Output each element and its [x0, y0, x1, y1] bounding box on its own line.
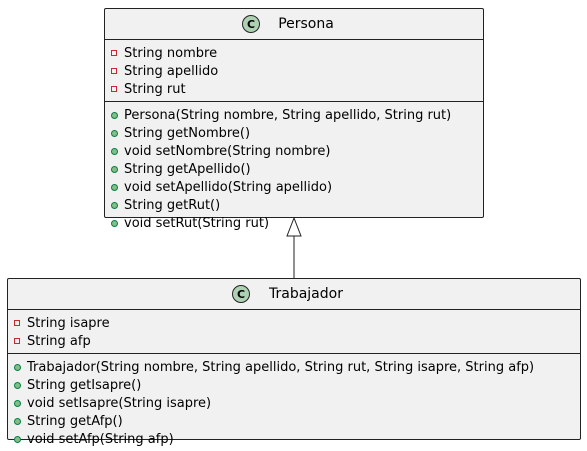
method-text: void setNombre(String nombre) [124, 143, 331, 159]
attribute-row: String rut [109, 80, 483, 98]
method-text: void setAfp(String afp) [27, 431, 174, 447]
attribute-text: String isapre [27, 315, 110, 331]
public-visibility-icon [12, 434, 22, 444]
class-name: Trabajador [269, 286, 343, 302]
method-text: String getAfp() [27, 413, 123, 429]
class-header: C Persona [105, 9, 483, 39]
private-visibility-icon [109, 84, 119, 94]
class-badge-icon: C [242, 15, 260, 33]
method-row: void setNombre(String nombre) [109, 142, 483, 160]
method-text: void setIsapre(String isapre) [27, 395, 212, 411]
attribute-row: String afp [12, 332, 580, 350]
public-visibility-icon [12, 380, 22, 390]
public-visibility-icon [109, 146, 119, 156]
public-visibility-icon [109, 218, 119, 228]
method-row: void setIsapre(String isapre) [12, 394, 580, 412]
methods-compartment: Persona(String nombre, String apellido, … [105, 101, 483, 235]
attribute-text: String nombre [124, 45, 218, 61]
method-text: String getApellido() [124, 161, 251, 177]
public-visibility-icon [109, 110, 119, 120]
attribute-row: String nombre [109, 44, 483, 62]
method-row: String getAfp() [12, 412, 580, 430]
private-visibility-icon [12, 318, 22, 328]
method-text: String getNombre() [124, 125, 251, 141]
methods-compartment: Trabajador(String nombre, String apellid… [8, 353, 580, 451]
method-row: Persona(String nombre, String apellido, … [109, 106, 483, 124]
attribute-text: String afp [27, 333, 91, 349]
attributes-compartment: String nombre String apellido String rut [105, 39, 483, 101]
method-row: String getApellido() [109, 160, 483, 178]
method-text: void setApellido(String apellido) [124, 179, 333, 195]
method-row: Trabajador(String nombre, String apellid… [12, 358, 580, 376]
class-trabajador[interactable]: C Trabajador String isapre String afp Tr… [7, 278, 581, 447]
attribute-text: String rut [124, 81, 186, 97]
attribute-row: String apellido [109, 62, 483, 80]
class-name: Persona [278, 16, 334, 32]
method-row: String getRut() [109, 196, 483, 214]
public-visibility-icon [12, 416, 22, 426]
public-visibility-icon [109, 164, 119, 174]
public-visibility-icon [109, 128, 119, 138]
method-row: String getIsapre() [12, 376, 580, 394]
public-visibility-icon [12, 362, 22, 372]
private-visibility-icon [12, 336, 22, 346]
attribute-row: String isapre [12, 314, 580, 332]
inheritance-arrowhead-icon [286, 216, 302, 237]
method-row: void setAfp(String afp) [12, 430, 580, 448]
method-text: String getRut() [124, 197, 221, 213]
attributes-compartment: String isapre String afp [8, 309, 580, 353]
public-visibility-icon [109, 182, 119, 192]
class-badge-icon: C [232, 285, 250, 303]
method-row: String getNombre() [109, 124, 483, 142]
method-text: Persona(String nombre, String apellido, … [124, 107, 452, 123]
private-visibility-icon [109, 48, 119, 58]
public-visibility-icon [12, 398, 22, 408]
attribute-text: String apellido [124, 63, 219, 79]
method-text: Trabajador(String nombre, String apellid… [27, 359, 535, 375]
class-header: C Trabajador [8, 279, 580, 309]
private-visibility-icon [109, 66, 119, 76]
method-row: void setRut(String rut) [109, 214, 483, 232]
public-visibility-icon [109, 200, 119, 210]
class-persona[interactable]: C Persona String nombre String apellido … [104, 8, 484, 231]
method-text: void setRut(String rut) [124, 215, 270, 231]
method-text: String getIsapre() [27, 377, 142, 393]
method-row: void setApellido(String apellido) [109, 178, 483, 196]
